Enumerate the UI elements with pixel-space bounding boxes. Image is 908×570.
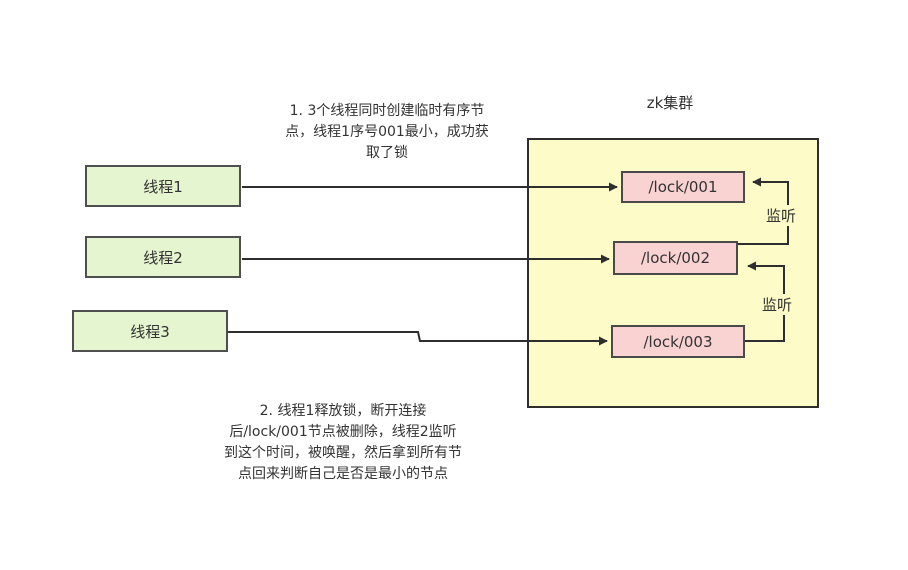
lock-node-003-label: /lock/003	[643, 332, 713, 351]
lock-node-003: /lock/003	[611, 325, 745, 358]
cluster-title: zk集群	[646, 94, 694, 112]
thread-3-box: 线程3	[72, 310, 228, 352]
lock-node-002-label: /lock/002	[640, 249, 711, 267]
lock-node-001-label: /lock/001	[648, 178, 718, 196]
watch-label-1: 监听	[764, 205, 799, 226]
thread-1-label: 线程1	[143, 177, 183, 196]
thread-1-box: 线程1	[85, 165, 241, 207]
note-step-1-line-2: 点，线程1序号001最小，成功获	[285, 124, 489, 140]
note-step-2-line-1: 2. 线程1释放锁，断开连接	[259, 403, 427, 419]
note-step-2-line-4: 点回来判断自己是否是最小的节点	[238, 466, 448, 482]
thread-3-label: 线程3	[130, 322, 170, 341]
thread-2-box: 线程2	[85, 236, 241, 278]
watch-label-2: 监听	[760, 294, 795, 315]
note-step-1-line-3: 取了锁	[366, 145, 408, 161]
lock-node-001: /lock/001	[621, 171, 745, 203]
note-step-2-line-2: 后/lock/001节点被删除，线程2监听	[229, 424, 457, 440]
note-step-1-line-1: 1. 3个线程同时创建临时有序节	[289, 103, 485, 119]
thread-2-label: 线程2	[143, 248, 183, 267]
note-step-2-line-3: 到这个时间，被唤醒，然后拿到所有节	[224, 445, 462, 461]
note-step-1: 1. 3个线程同时创建临时有序节 点，线程1序号001最小，成功获 取了锁	[232, 101, 542, 164]
thread3-to-node3-arrow	[228, 331, 608, 346]
lock-node-002: /lock/002	[613, 241, 738, 275]
note-step-2: 2. 线程1释放锁，断开连接 后/lock/001节点被删除，线程2监听 到这个…	[168, 401, 518, 485]
